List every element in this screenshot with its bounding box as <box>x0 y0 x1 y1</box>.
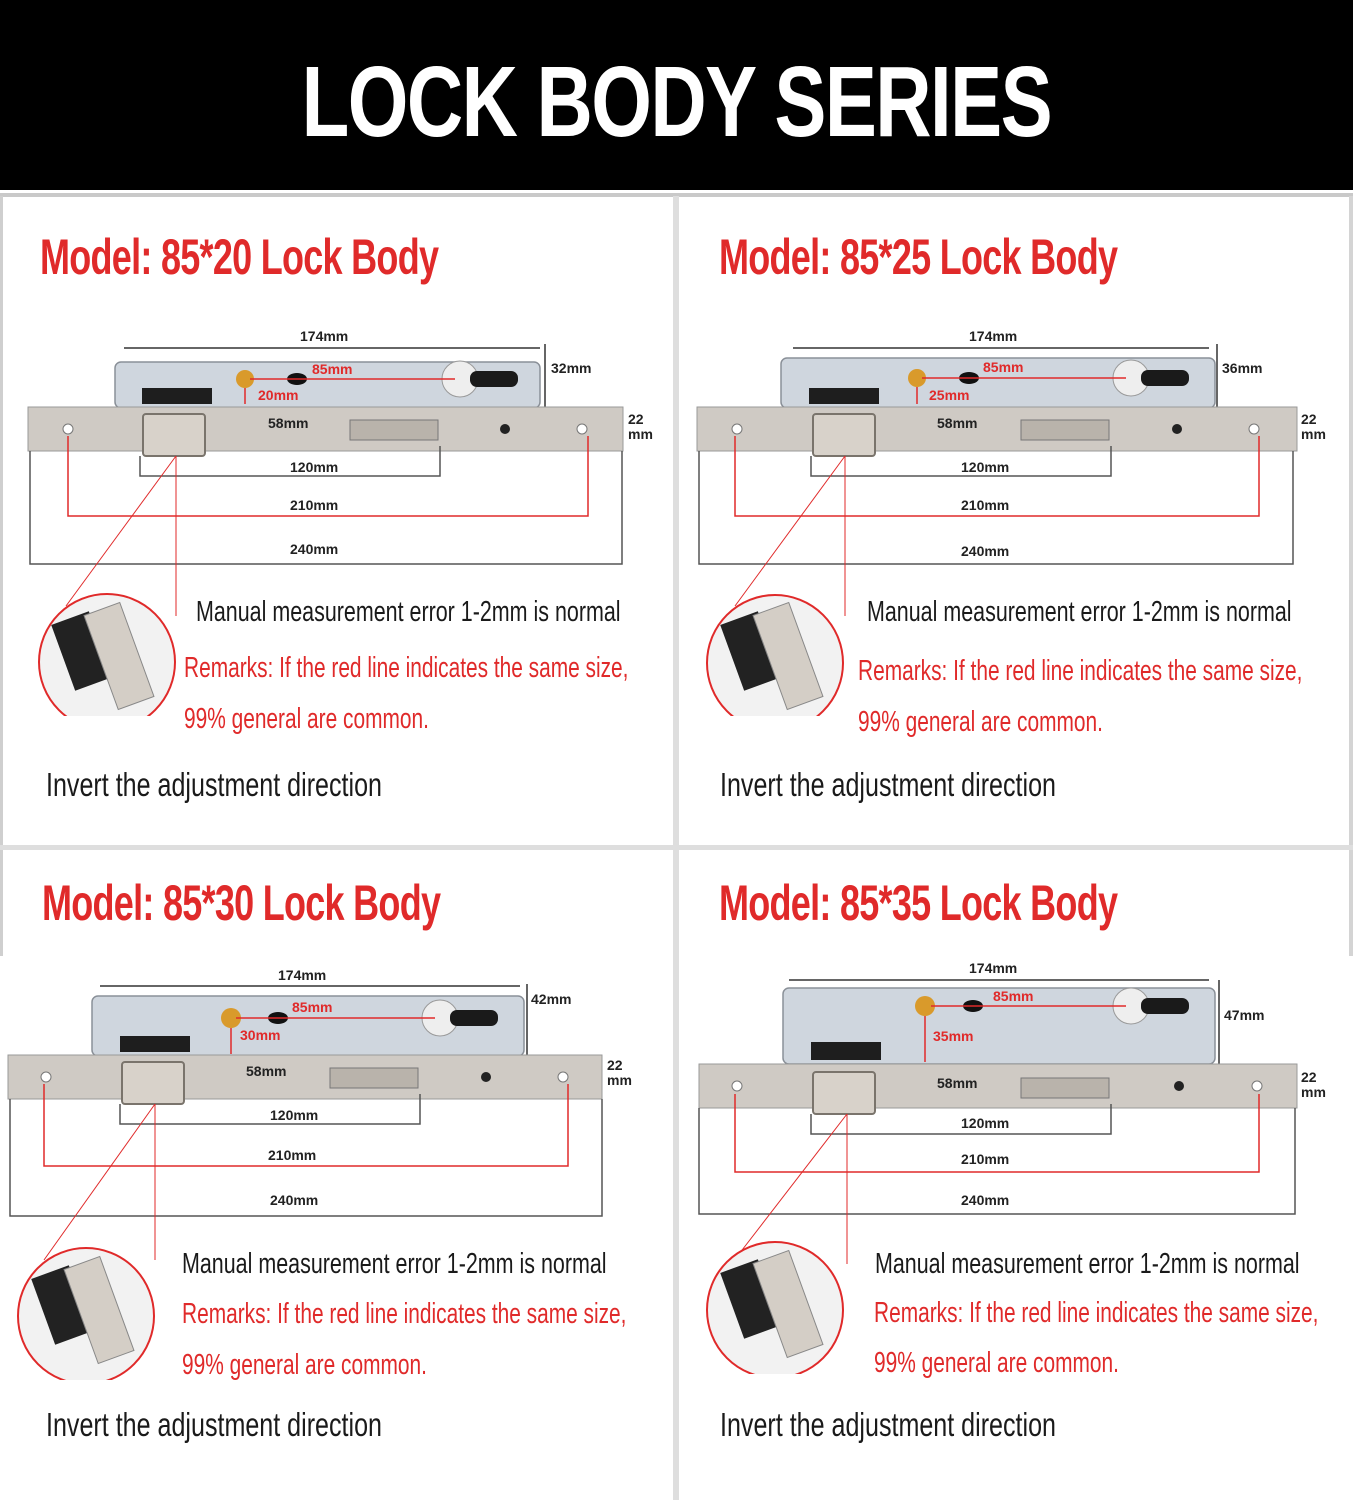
faceplate <box>696 406 1298 452</box>
dim-latch: 58mm <box>246 1063 286 1079</box>
lock-body-diagram: 174mm 85mm 25mm 36mm 58mm 22 mm 120mm 21… <box>696 328 1326 716</box>
dim-center: 85mm <box>312 361 352 377</box>
dim-faceplate-unit: mm <box>607 1072 632 1088</box>
dim-total: 240mm <box>961 543 1009 559</box>
spindle-gear-icon <box>221 1008 241 1028</box>
dim-length: 174mm <box>300 328 348 344</box>
dim-length: 174mm <box>278 967 326 983</box>
dim-mid: 120mm <box>270 1107 318 1123</box>
lock-body-diagram: 174mm 85mm 30mm 42mm 58mm 22 mm 120mm 21… <box>7 967 632 1380</box>
page-title: LOCK BODY SERIES <box>301 45 1053 158</box>
measurement-note: Manual measurement error 1-2mm is normal <box>196 596 621 628</box>
dim-latch: 58mm <box>268 415 308 431</box>
invert-direction-note: Invert the adjustment direction <box>720 766 1056 803</box>
latch-bolt <box>812 1071 876 1115</box>
dim-holes: 210mm <box>290 497 338 513</box>
measurement-note: Manual measurement error 1-2mm is normal <box>867 596 1292 628</box>
panel-85-20: Model: 85*20 Lock Body 174mm 85mm 20mm 3… <box>0 196 670 846</box>
dim-backset: 35mm <box>933 1028 973 1044</box>
remark-line-1: Remarks: If the red line indicates the s… <box>858 655 1303 687</box>
dim-total: 240mm <box>290 541 338 557</box>
model-title: Model: 85*20 Lock Body <box>40 229 439 285</box>
dim-holes: 210mm <box>268 1147 316 1163</box>
dim-length: 174mm <box>969 960 1017 976</box>
frame-top-border <box>0 193 1353 197</box>
cylinder-slot <box>1141 370 1189 386</box>
cylinder-slot <box>1141 998 1189 1014</box>
panel-85-35: Model: 85*35 Lock Body 174mm 85mm 35mm 4… <box>679 850 1349 1500</box>
remark-line-2: 99% general are common. <box>184 703 429 735</box>
latch-bolt <box>121 1061 185 1105</box>
invert-direction-note: Invert the adjustment direction <box>46 1406 382 1443</box>
dim-backset: 20mm <box>258 387 298 403</box>
dim-height: 32mm <box>551 360 591 376</box>
measurement-note: Manual measurement error 1-2mm is normal <box>182 1248 607 1280</box>
dim-holes: 210mm <box>961 497 1009 513</box>
dim-faceplate-unit: mm <box>1301 426 1326 442</box>
dim-faceplate-width: 22 <box>628 411 644 427</box>
invert-direction-note: Invert the adjustment direction <box>46 766 382 803</box>
dim-faceplate-unit: mm <box>1301 1084 1326 1100</box>
dim-faceplate-width: 22 <box>1301 1069 1317 1085</box>
remark-line-2: 99% general are common. <box>858 706 1103 738</box>
dim-total: 240mm <box>270 1192 318 1208</box>
dim-height: 42mm <box>531 991 571 1007</box>
faceplate <box>27 406 624 452</box>
dim-faceplate-width: 22 <box>1301 411 1317 427</box>
dim-center: 85mm <box>993 988 1033 1004</box>
dim-height: 47mm <box>1224 1007 1264 1023</box>
latch-bolt <box>142 413 206 457</box>
dim-center: 85mm <box>983 359 1023 375</box>
faceplate <box>7 1054 603 1100</box>
faceplate <box>698 1063 1298 1109</box>
lock-body-diagram: 174mm 85mm 35mm 47mm 58mm 22 mm 120mm 21… <box>698 960 1326 1374</box>
panel-85-30: Model: 85*30 Lock Body 174mm 85mm 30mm 4… <box>0 850 670 1500</box>
dim-center: 85mm <box>292 999 332 1015</box>
dim-latch: 58mm <box>937 415 977 431</box>
grid-divider-horizontal <box>0 845 1353 850</box>
frame-right-border <box>1349 196 1353 956</box>
dim-holes: 210mm <box>961 1151 1009 1167</box>
dim-latch: 58mm <box>937 1075 977 1091</box>
dim-mid: 120mm <box>961 1115 1009 1131</box>
spindle-gear-icon <box>236 370 254 388</box>
remark-line-2: 99% general are common. <box>874 1347 1119 1379</box>
remark-line-1: Remarks: If the red line indicates the s… <box>182 1298 627 1330</box>
lock-body-diagram: 174mm 85mm 20mm 32mm 58mm 22 mm 120mm 21… <box>27 328 653 716</box>
dim-faceplate-unit: mm <box>628 426 653 442</box>
measurement-note: Manual measurement error 1-2mm is normal <box>875 1248 1300 1280</box>
latch-bolt <box>812 413 876 457</box>
spindle-gear-icon <box>908 369 926 387</box>
remark-line-2: 99% general are common. <box>182 1349 427 1381</box>
dim-height: 36mm <box>1222 360 1262 376</box>
header-banner: LOCK BODY SERIES <box>0 0 1353 190</box>
remark-line-1: Remarks: If the red line indicates the s… <box>184 652 629 684</box>
model-title: Model: 85*30 Lock Body <box>42 875 441 931</box>
dim-backset: 30mm <box>240 1027 280 1043</box>
panel-85-25: Model: 85*25 Lock Body 174mm 85mm 25mm 3… <box>679 196 1349 846</box>
dim-faceplate-width: 22 <box>607 1057 623 1073</box>
model-title: Model: 85*25 Lock Body <box>719 229 1118 285</box>
dim-mid: 120mm <box>961 459 1009 475</box>
dim-length: 174mm <box>969 328 1017 344</box>
invert-direction-note: Invert the adjustment direction <box>720 1406 1056 1443</box>
spindle-gear-icon <box>915 996 935 1016</box>
model-title: Model: 85*35 Lock Body <box>719 875 1118 931</box>
remark-line-1: Remarks: If the red line indicates the s… <box>874 1297 1319 1329</box>
cylinder-slot <box>450 1010 498 1026</box>
dim-total: 240mm <box>961 1192 1009 1208</box>
cylinder-slot <box>470 371 518 387</box>
frame-left-border <box>0 196 3 956</box>
dim-mid: 120mm <box>290 459 338 475</box>
dim-backset: 25mm <box>929 387 969 403</box>
